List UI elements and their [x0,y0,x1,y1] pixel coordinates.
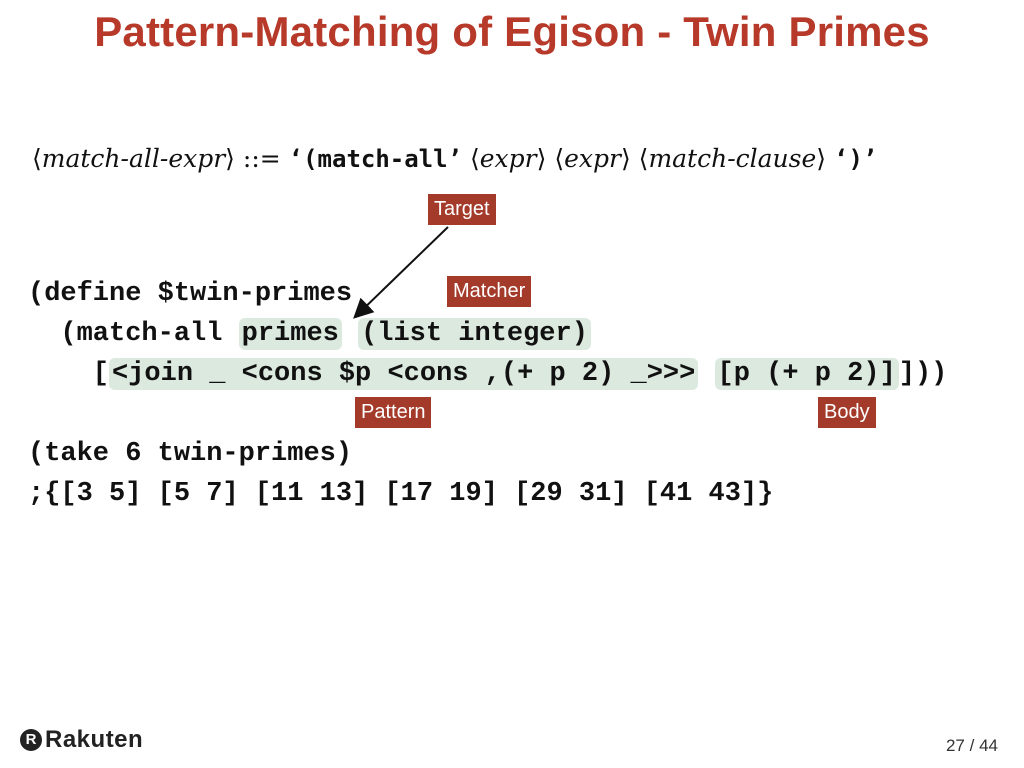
pattern-label: Pattern [355,397,432,428]
angle-close: ⟩ [620,144,631,173]
angle-open: ⟨ [469,144,480,173]
angle-open: ⟨ [554,144,565,173]
grammar-keyword: ‘(match-all’ [288,145,463,173]
matcher-label: Matcher [447,276,532,307]
body-expr: [p (+ p 2)] [714,358,899,390]
rakuten-logo: R Rakuten [20,726,143,754]
grammar-expr-2: expr [564,144,621,173]
code-clause-prefix: [ [28,359,110,389]
angle-close: ⟩ [816,144,827,173]
logo-mark: R [20,729,42,751]
page-total: 44 [979,736,998,755]
logo-text: Rakuten [45,726,144,753]
angle-open: ⟨ [638,144,649,173]
matcher-expr: (list integer) [358,318,591,350]
grammar-def: ::= [242,144,281,173]
pattern-expr: <join _ <cons $p <cons ,(+ p 2) _>>> [109,358,699,390]
angle-close: ⟩ [536,144,547,173]
body-label: Body [818,397,876,428]
page-separator: / [969,736,975,755]
grammar-lhs: match-all-expr [41,144,226,173]
grammar-rule: ⟨match-all-expr⟩ ::= ‘(match-all’ ⟨expr⟩… [32,144,877,173]
code-line-result: ;{[3 5] [5 7] [11 13] [17 19] [29 31] [4… [28,479,774,509]
code-line-clause: [<join _ <cons $p <cons ,(+ p 2) _>>> [p… [28,356,947,392]
grammar-close: ‘)’ [834,145,878,173]
angle-open: ⟨ [32,144,42,173]
page-number: 27 / 44 [946,736,998,756]
grammar-expr-1: expr [479,144,537,173]
code-space [698,359,714,389]
code-clause-suffix: ])) [898,359,948,389]
code-line-take: (take 6 twin-primes) [28,439,353,469]
slide-title: Pattern-Matching of Egison - Twin Primes [94,8,930,55]
grammar-clause: match-clause [648,144,817,173]
code-line-match-all: (match-all primes (list integer) [28,316,591,352]
code-match-all-prefix: (match-all [28,319,239,349]
code-line-define: (define $twin-primes [28,279,353,309]
target-expr: primes [238,318,342,350]
target-label: Target [428,194,496,225]
angle-close: ⟩ [225,144,235,173]
code-space [342,319,358,349]
page-current: 27 [945,736,965,755]
